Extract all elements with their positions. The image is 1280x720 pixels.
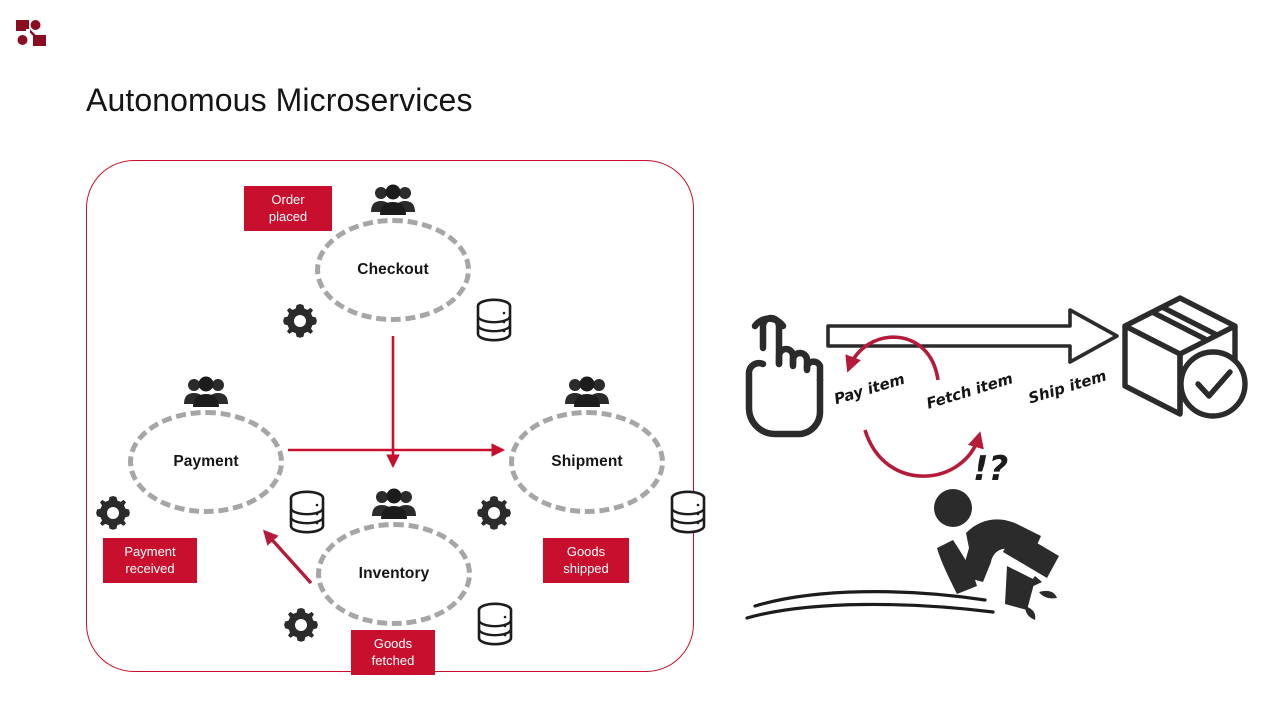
page-title: Autonomous Microservices [86,82,473,118]
package-check-icon [1122,295,1248,419]
event-badge-goods-fetched: Goods fetched [351,630,435,676]
node-boundary [509,410,665,514]
service-node-shipment[interactable]: Shipment [477,376,706,534]
service-node-checkout[interactable]: Checkout [283,184,512,342]
gear-icon [284,608,318,642]
service-node-label: Shipment [551,453,623,470]
event-badge-order-placed: Order placed [244,186,332,232]
service-node-label: Checkout [357,261,429,278]
node-boundary [128,410,284,514]
hand-tap-icon [745,314,824,438]
gear-icon [477,496,511,530]
database-icon [289,490,325,534]
people-icon [371,184,415,215]
person-falling-icon [934,489,1059,620]
node-boundary [315,218,471,322]
service-node-inventory[interactable]: Inventory [284,488,513,646]
database-icon [477,602,513,646]
event-badge-goods-shipped: Goods shipped [543,538,629,584]
confusion-marks-icon: !? [973,449,1008,489]
service-node-label: Inventory [358,565,430,582]
people-icon [184,376,228,407]
database-icon [670,490,706,534]
brand-logo [16,20,46,46]
gear-icon [283,304,317,338]
database-icon [476,298,512,342]
people-icon [372,488,416,519]
curve-up-right-arrow [863,429,984,478]
curve-down-left-arrow [845,335,940,381]
service-node-payment[interactable]: Payment [96,376,325,534]
hollow-right-arrow [826,308,1119,364]
illustration-canvas: !? [745,295,1248,620]
people-icon [565,376,609,407]
node-boundary [316,522,472,626]
motion-lines-icon [745,590,995,620]
service-node-label: Payment [173,453,239,470]
event-badge-payment-received: Payment received [103,538,197,584]
gear-icon [96,496,130,530]
saga-flow-illustration: !? Pay item Fetch item Ship item [725,290,1265,630]
